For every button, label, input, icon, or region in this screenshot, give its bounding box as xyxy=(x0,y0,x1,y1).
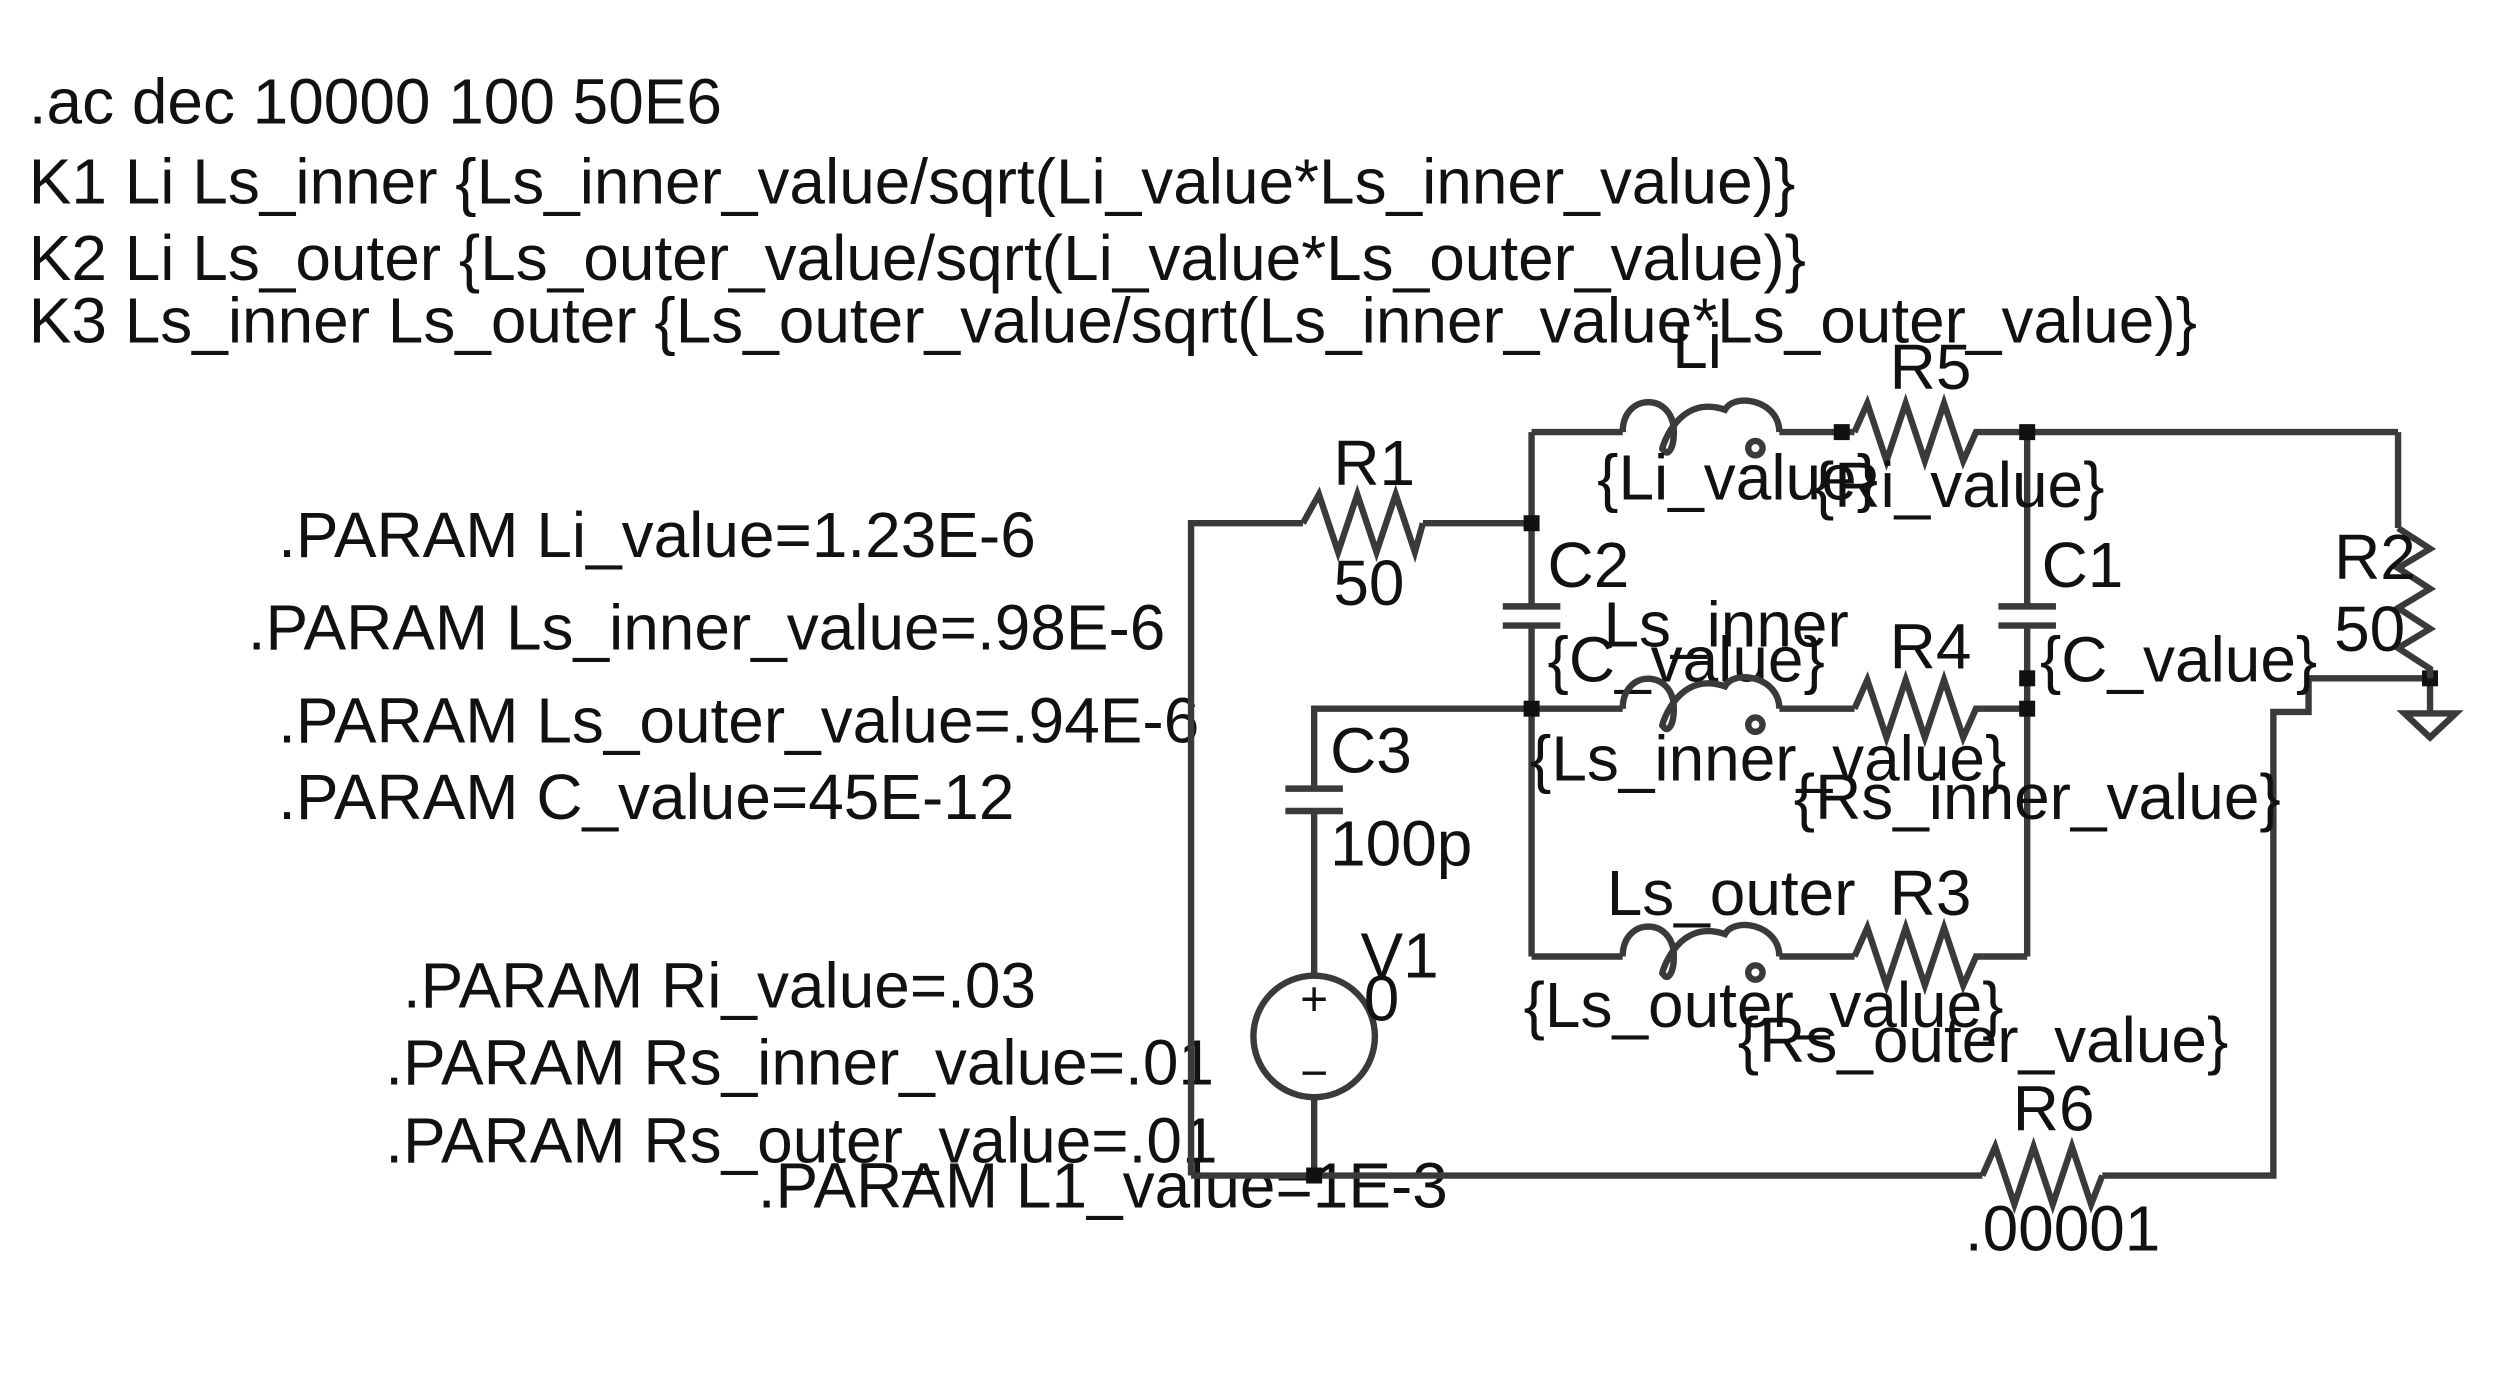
resistor-r3-name: R3 xyxy=(1890,857,1972,929)
inductor-li-value: {Li_value} xyxy=(1597,441,1878,513)
capacitor-c1-value: {C_value} xyxy=(2040,624,2317,696)
resistor-r1-name: R1 xyxy=(1333,427,1415,499)
resistor-r3-symbol[interactable] xyxy=(1851,917,1983,996)
directive-k1: K1 Li Ls_inner {Ls_inner_value/sqrt(Li_v… xyxy=(29,145,1796,217)
wires xyxy=(1187,428,2434,1179)
param-ri: .PARAM Ri_value=.03 xyxy=(403,950,1036,1022)
junction-dot xyxy=(2019,670,2036,687)
capacitor-c3[interactable]: C3 100p xyxy=(1285,715,1472,880)
param-ls-outer: .PARAM Ls_outer_value=.94E-6 xyxy=(278,684,1199,756)
junction-dot xyxy=(2019,424,2036,441)
capacitor-c2-name: C2 xyxy=(1548,529,1630,601)
directive-ac: .ac dec 10000 100 50E6 xyxy=(29,66,722,138)
inductor-ls-outer-name: Ls_outer xyxy=(1607,857,1856,929)
directive-k3: K3 Ls_inner Ls_outer {Ls_outer_value/sqr… xyxy=(29,285,2197,357)
spice-directives: .ac dec 10000 100 50E6 K1 Li Ls_inner {L… xyxy=(29,66,2197,1222)
param-li: .PARAM Li_value=1.23E-6 xyxy=(278,499,1036,571)
resistor-r5-symbol[interactable] xyxy=(1851,393,1983,472)
resistor-r1-value: 50 xyxy=(1333,547,1404,619)
junction-dot xyxy=(1833,424,1850,441)
voltage-source-v1[interactable]: + − V1 0 xyxy=(1250,919,1439,1101)
inductor-ls-inner-symbol[interactable] xyxy=(1619,674,1783,733)
wire-c3-top[interactable] xyxy=(1310,705,1532,789)
resistor-r6-symbol[interactable] xyxy=(1979,1136,2106,1215)
inductor-li-name: Li xyxy=(1672,310,1722,382)
inductor-ls-outer-symbol[interactable] xyxy=(1619,921,1783,980)
param-rs-outer: .PARAM Rs_outer_value=.01 xyxy=(385,1105,1217,1177)
resistor-r1-symbol[interactable] xyxy=(1300,484,1426,563)
resistor-r5-name: R5 xyxy=(1890,331,1972,403)
inductor-li-phase-dot xyxy=(1745,437,1766,459)
resistor-r3[interactable]: R3 {Rs_outer_value} xyxy=(1738,857,2229,1076)
resistor-r6[interactable]: R6 .00001 xyxy=(1965,1073,2161,1265)
resistor-r4-symbol[interactable] xyxy=(1851,669,1983,748)
directive-k2: K2 Li Ls_outer {Ls_outer_value/sqrt(Li_v… xyxy=(29,222,1806,294)
voltage-source-v1-name: V1 xyxy=(1361,919,1439,991)
resistor-r2-value: 50 xyxy=(2334,593,2405,665)
param-c: .PARAM C_value=45E-12 xyxy=(278,761,1014,833)
inductor-li[interactable]: Li {Li_value} xyxy=(1597,310,1878,513)
resistor-r6-name: R6 xyxy=(2013,1073,2095,1145)
voltage-source-v1-symbol[interactable] xyxy=(1250,972,1379,1101)
param-rs-inner: .PARAM Rs_inner_value=.01 xyxy=(385,1026,1214,1098)
resistor-r5-value: {Ri_value} xyxy=(1813,449,2105,521)
junction-dot xyxy=(1523,700,1540,717)
resistor-r2-name: R2 xyxy=(2334,521,2416,593)
capacitor-c3-value: 100p xyxy=(1330,807,1472,879)
resistor-r5[interactable]: R5 {Ri_value} xyxy=(1813,331,2105,521)
capacitor-c1-name: C1 xyxy=(2042,529,2124,601)
junction-dot xyxy=(2019,700,2036,717)
param-ls-inner: .PARAM Ls_inner_value=.98E-6 xyxy=(248,592,1166,664)
junction-dot xyxy=(1306,1167,1323,1184)
ground-icon xyxy=(2396,710,2464,742)
voltage-source-plus-icon: + xyxy=(1300,974,1328,1027)
resistor-r3-value: {Rs_outer_value} xyxy=(1738,1004,2229,1076)
resistor-r1[interactable]: R1 50 xyxy=(1300,427,1426,619)
inductor-li-symbol[interactable] xyxy=(1619,397,1783,456)
capacitor-c2-value: {C_value} xyxy=(1548,624,1825,696)
resistor-r2[interactable]: R2 50 xyxy=(2334,521,2437,679)
param-l1: .PARAM L1_value=1E-3 xyxy=(758,1149,1448,1221)
capacitor-c2[interactable]: C2 {C_value} xyxy=(1502,529,1825,696)
capacitor-c1[interactable]: C1 {C_value} xyxy=(1998,529,2317,696)
resistor-r6-value: .00001 xyxy=(1965,1193,2161,1265)
junctions xyxy=(1306,424,2439,1184)
wire-r6-right[interactable] xyxy=(2102,675,2431,1179)
ground-symbol xyxy=(2396,710,2464,742)
inductor-ls-inner-name: Ls_inner xyxy=(1604,588,1849,660)
resistor-r4[interactable]: R4 {Rs_inner_value} xyxy=(1794,611,2281,833)
voltage-source-v1-value: 0 xyxy=(1364,962,1400,1034)
wire-left-loop[interactable] xyxy=(1187,520,1303,1176)
inductor-ls-outer-phase-dot xyxy=(1745,962,1766,983)
resistor-r4-name: R4 xyxy=(1890,611,1972,683)
resistor-r4-value: {Rs_inner_value} xyxy=(1794,761,2281,833)
junction-dot xyxy=(1523,515,1540,532)
resistor-r2-symbol[interactable] xyxy=(2392,525,2437,679)
capacitor-c3-name: C3 xyxy=(1330,715,1412,787)
inductor-ls-inner-phase-dot xyxy=(1745,714,1766,736)
voltage-source-minus-icon: − xyxy=(1300,1047,1328,1100)
